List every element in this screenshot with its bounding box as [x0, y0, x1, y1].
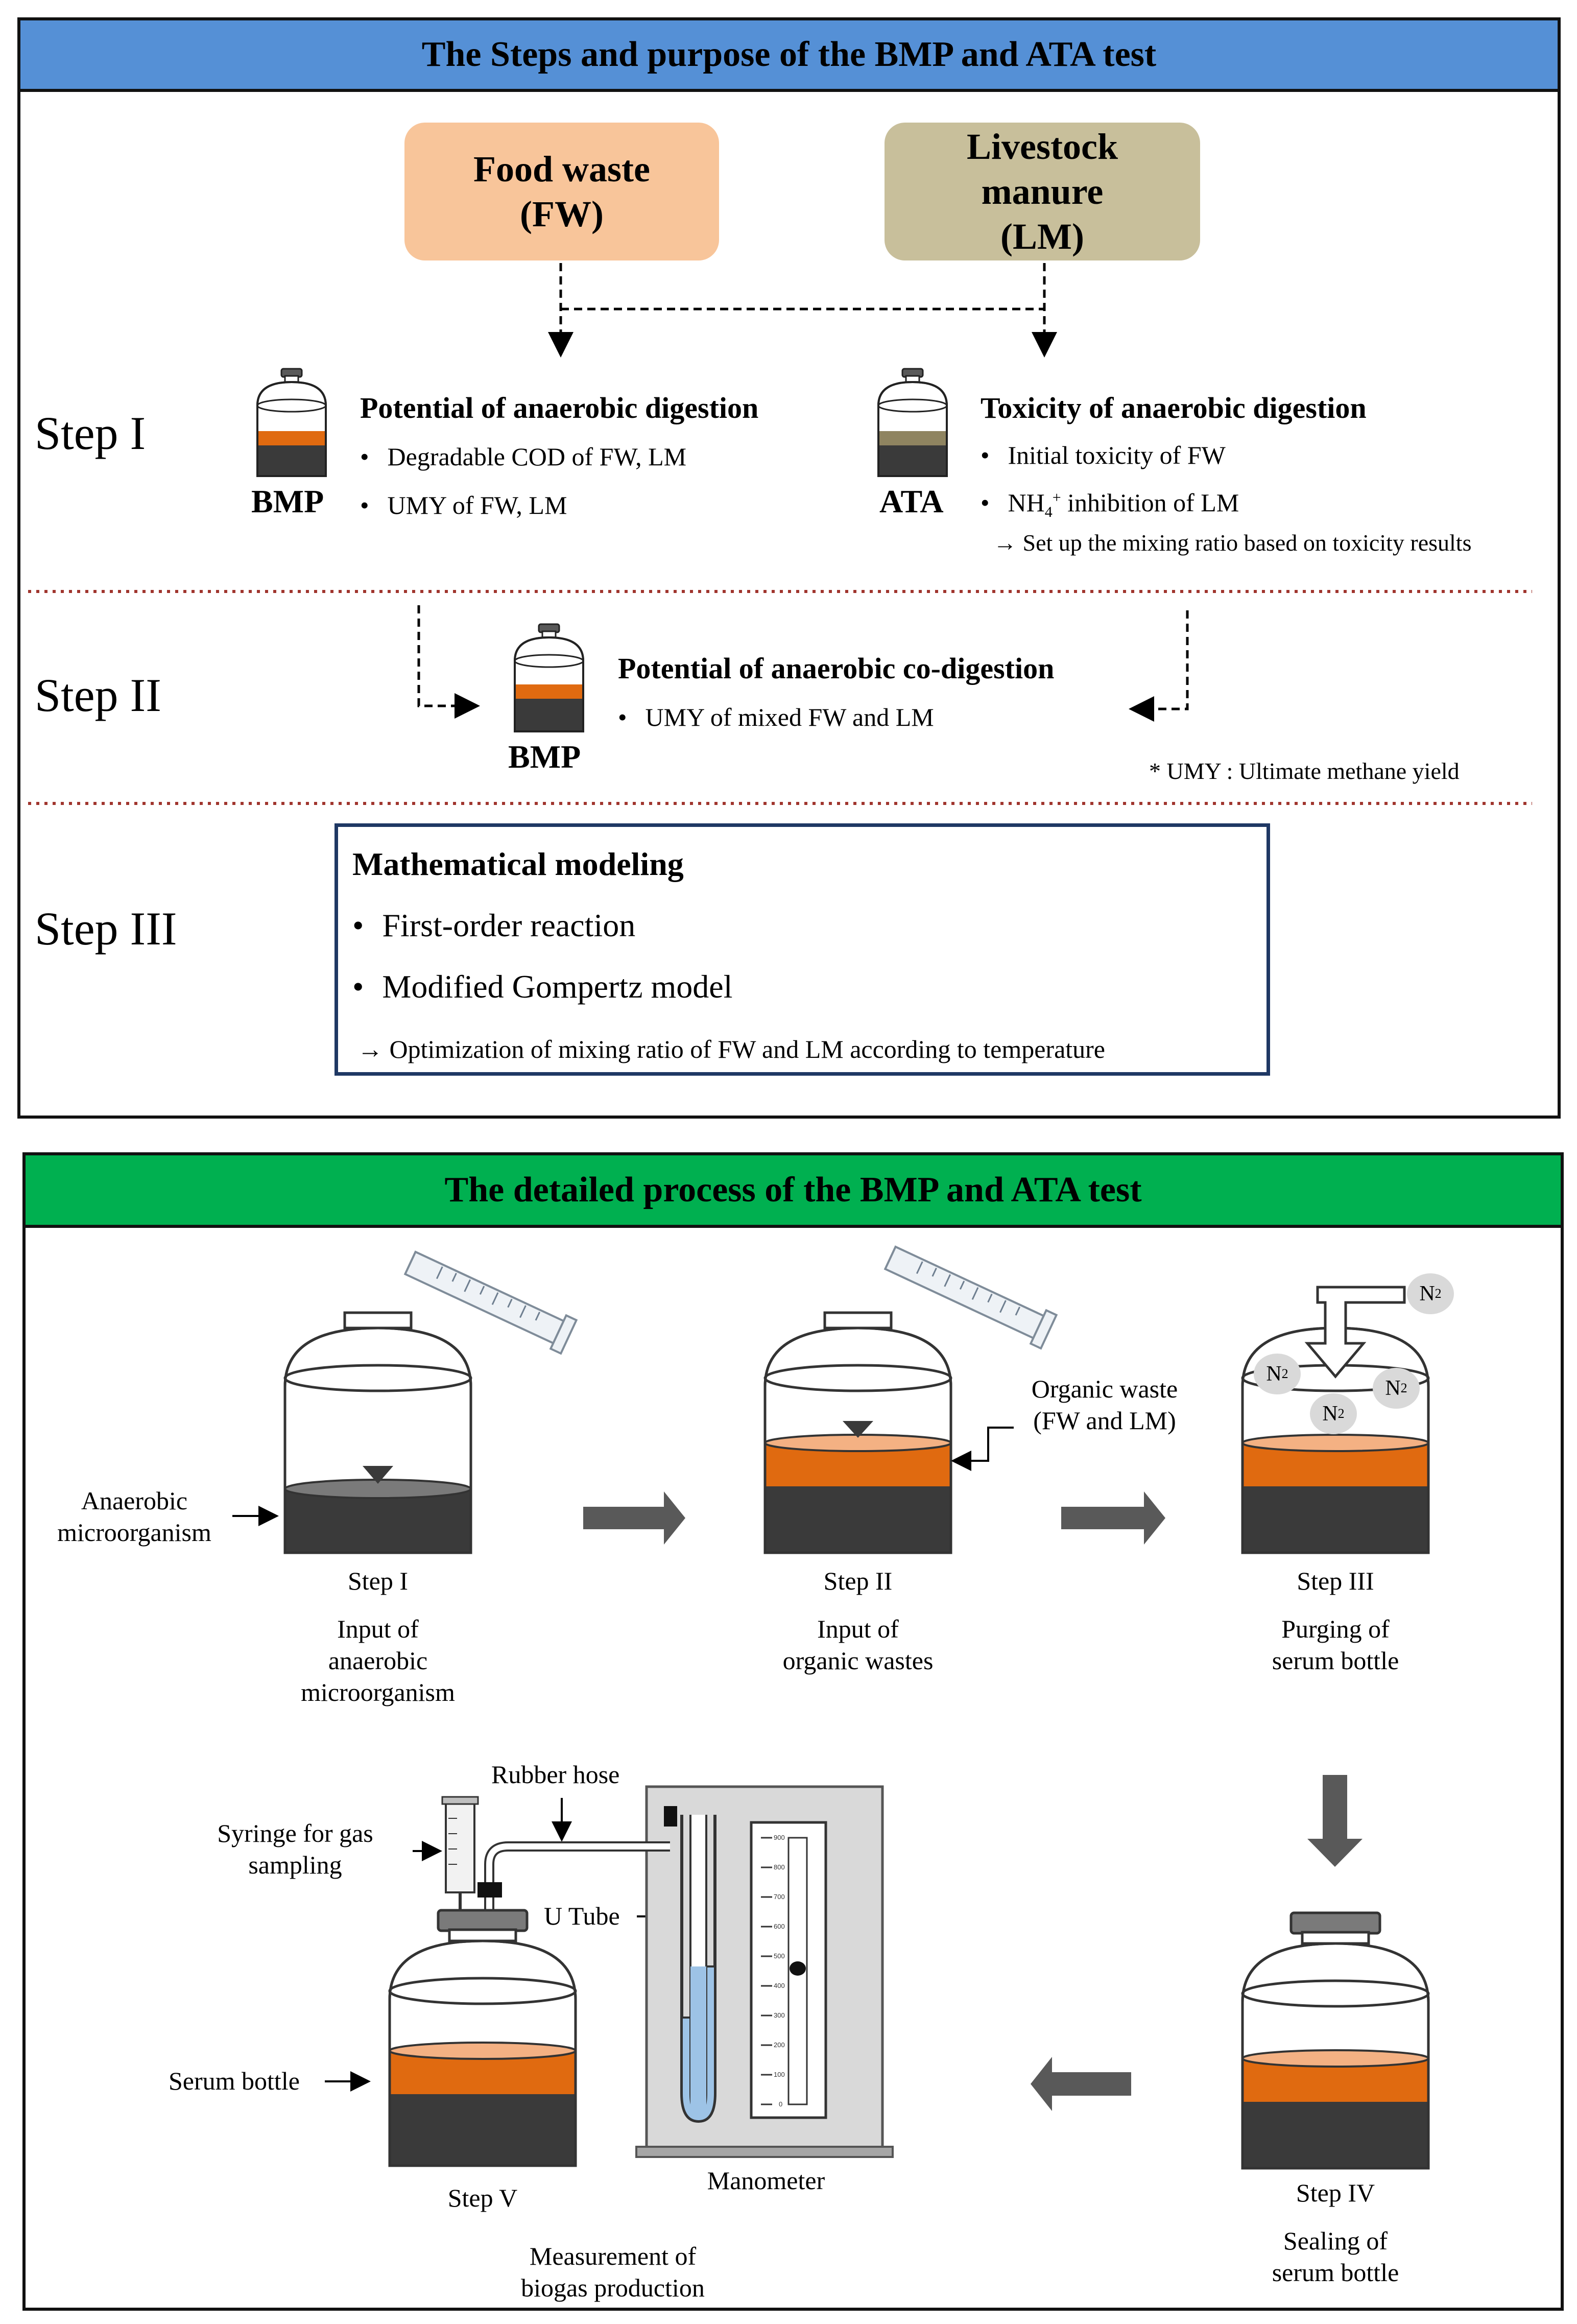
manometer: 900 800 700 600 500 400 300 200 100 0	[635, 1785, 894, 2158]
rubber-hose-label: Rubber hose	[491, 1760, 620, 1789]
step2-label: Step II	[35, 669, 161, 721]
step4-name: Step IV	[1296, 2178, 1375, 2207]
process-bottle-step5	[388, 1909, 577, 2167]
tick-600: 600	[774, 1923, 785, 1930]
step1-desc: Input of anaerobic microorganism	[301, 1615, 455, 1706]
food-waste-box: Food waste (FW)	[404, 123, 719, 260]
anaerobic-microorganism-label: Anaerobic microorganism	[57, 1486, 211, 1547]
nh4-text: NH	[1008, 488, 1045, 517]
step1-label: Step I	[35, 407, 146, 459]
tick-200: 200	[774, 2041, 785, 2049]
top-panel-title: The Steps and purpose of the BMP and ATA…	[20, 20, 1558, 92]
ata-label: ATA	[879, 483, 944, 519]
step5-desc: Measurement of biogas production	[521, 2242, 705, 2302]
organic-pointer-arrow	[951, 1427, 1014, 1471]
bmp-bottle-step1	[256, 368, 327, 477]
step4-desc: Sealing of serum bottle	[1272, 2226, 1399, 2287]
arrow-step3-to-4	[1307, 1775, 1363, 1867]
bmp-bottle-step2	[514, 623, 584, 732]
process-bottle-step4	[1241, 1911, 1430, 2170]
syringe-label: Syringe for gas sampling	[217, 1819, 373, 1879]
n2-inlet-arrow	[1304, 1286, 1406, 1379]
n2-sub: 2	[1400, 1381, 1407, 1395]
toxicity-bullet-2: NH4+ inhibition of LM	[981, 488, 1239, 521]
process-bottle-step2	[763, 1311, 952, 1554]
manometer-indicator	[790, 1961, 806, 1976]
step1-name: Step I	[347, 1567, 409, 1595]
tick-500: 500	[774, 1952, 785, 1960]
bmp-label-step2: BMP	[508, 739, 581, 775]
co-digestion-bullet: UMY of mixed FW and LM	[618, 702, 934, 732]
step3-label: Step III	[35, 903, 177, 955]
source-connectors	[28, 263, 1532, 805]
bottom-panel-title: The detailed process of the BMP and ATA …	[26, 1155, 1561, 1228]
arrow-step4-to-5	[1031, 2057, 1131, 2111]
n2-text: N	[1385, 1377, 1401, 1400]
tick-900: 900	[774, 1834, 785, 1841]
n2-text: N	[1266, 1362, 1282, 1386]
step4-caption: Step IV Sealing of serum bottle	[1233, 2177, 1438, 2288]
arrow-step1-to-2	[583, 1491, 685, 1545]
bmp-label-step1: BMP	[251, 483, 324, 519]
step3-desc: Purging of serum bottle	[1272, 1615, 1399, 1675]
step2-caption: Step II Input of organic wastes	[756, 1565, 960, 1676]
modeling-bullet-1: First-order reaction	[352, 907, 635, 944]
modeling-bullet-2: Modified Gompertz model	[352, 968, 732, 1006]
modeling-box	[334, 823, 1270, 1076]
step5-name: Step V	[447, 2184, 518, 2212]
potential-ad-title: Potential of anaerobic digestion	[360, 391, 759, 424]
nh4-sub: 4	[1044, 504, 1053, 520]
umy-footnote: * UMY : Ultimate methane yield	[1149, 758, 1460, 784]
step1-caption: Step I Input of anaerobic microorganism	[276, 1565, 480, 1708]
manometer-label: Manometer	[707, 2166, 825, 2195]
toxicity-ad-title: Toxicity of anaerobic digestion	[981, 391, 1367, 424]
graduated-cylinder-1	[403, 1250, 578, 1355]
top-panel	[17, 17, 1561, 1119]
n2-sub: 2	[1337, 1406, 1345, 1421]
process-bottle-step1	[283, 1311, 472, 1554]
nh4-inhibition-text: inhibition of LM	[1061, 488, 1239, 517]
tick-100: 100	[774, 2071, 785, 2078]
step2-name: Step II	[823, 1567, 893, 1595]
n2-sub: 2	[1435, 1286, 1442, 1301]
step2-left-arrow	[417, 605, 480, 719]
tick-800: 800	[774, 1863, 785, 1871]
livestock-manure-box: Livestock manure (LM)	[885, 123, 1200, 260]
ata-bottle	[877, 368, 948, 477]
manometer-ticks	[761, 1837, 772, 2105]
u-tube-label: U Tube	[544, 1902, 620, 1930]
graduated-cylinder-2	[883, 1245, 1058, 1350]
tick-0: 0	[779, 2100, 782, 2108]
mixing-ratio-note: → Set up the mixing ratio based on toxic…	[993, 530, 1472, 556]
toxicity-bullet-1: Initial toxicity of FW	[981, 440, 1226, 470]
tick-300: 300	[774, 2011, 785, 2019]
potential-ad-bullet-2: UMY of FW, LM	[360, 490, 567, 520]
potential-ad-bullet-1: Degradable COD of FW, LM	[360, 442, 687, 471]
arrow-step2-to-3	[1061, 1491, 1165, 1545]
n2-text: N	[1419, 1282, 1435, 1306]
organic-waste-label: Organic waste (FW and LM)	[1031, 1374, 1178, 1435]
modeling-title: Mathematical modeling	[352, 846, 684, 882]
n2-sub: 2	[1281, 1366, 1288, 1381]
tick-400: 400	[774, 1982, 785, 1989]
tick-700: 700	[774, 1893, 785, 1901]
co-digestion-title: Potential of anaerobic co-digestion	[618, 652, 1055, 685]
step3-name: Step III	[1297, 1567, 1374, 1595]
n2-text: N	[1322, 1402, 1338, 1426]
step2-desc: Input of organic wastes	[782, 1615, 934, 1675]
step3-caption: Step III Purging of serum bottle	[1233, 1565, 1438, 1676]
serum-bottle-label: Serum bottle	[169, 2067, 300, 2095]
optimization-note: → Optimization of mixing ratio of FW and…	[357, 1035, 1105, 1063]
syringe	[445, 1799, 475, 1893]
nh4-sup: +	[1052, 489, 1061, 506]
step2-right-arrow	[1129, 610, 1189, 722]
